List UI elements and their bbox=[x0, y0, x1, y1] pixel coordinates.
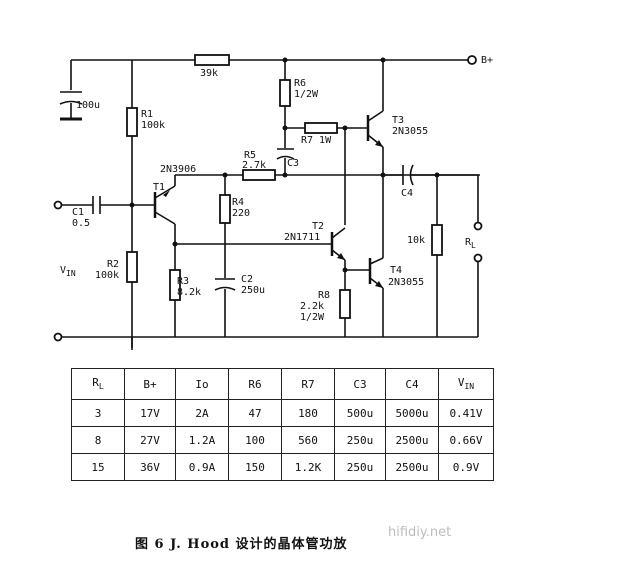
col-rl: RL bbox=[71, 368, 125, 400]
resistor-r7 bbox=[304, 122, 338, 134]
r5-value: 2.7k bbox=[242, 160, 266, 171]
c100u-label: 100u bbox=[76, 100, 100, 111]
c100u-plate-bottom bbox=[59, 100, 83, 105]
r2-name: R2 bbox=[107, 259, 119, 270]
col-r6: R6 bbox=[228, 368, 282, 400]
rl-label: RL bbox=[465, 237, 476, 250]
t4-type: 2N3055 bbox=[388, 277, 424, 288]
r2-value: 100k bbox=[95, 270, 119, 281]
t2-name: T2 bbox=[312, 221, 324, 232]
ground-terminal bbox=[53, 332, 63, 342]
r4-value: 220 bbox=[232, 208, 250, 219]
r8-power: 1/2W bbox=[300, 312, 325, 323]
r3-name: R3 bbox=[177, 276, 189, 287]
c1-value: 0.5 bbox=[72, 218, 90, 229]
resistor-r2 bbox=[126, 251, 138, 283]
t2-type: 2N1711 bbox=[284, 232, 320, 243]
amplifier-schematic: B+ 100u 39k R1 100k C1 0.5 R2 100k VIN 2… bbox=[53, 54, 493, 350]
r8-name: R8 bbox=[318, 290, 330, 301]
table-header-row: RL B+ Io R6 R7 C3 C4 VIN bbox=[71, 368, 494, 400]
col-c4: C4 bbox=[385, 368, 439, 400]
r10k-label: 10k bbox=[407, 235, 425, 246]
c2-value: 250u bbox=[241, 285, 265, 296]
t1-name: T1 bbox=[153, 182, 165, 193]
r3-value: 8.2k bbox=[177, 287, 201, 298]
t4-name: T4 bbox=[390, 265, 402, 276]
resistor-r5 bbox=[242, 169, 276, 181]
r1-value: 100k bbox=[141, 120, 165, 131]
rl-terminal-top bbox=[473, 221, 483, 231]
r6-value: 1/2W bbox=[294, 89, 319, 100]
vin-label: VIN bbox=[60, 265, 76, 278]
r39k-label: 39k bbox=[200, 68, 218, 79]
resistor-r8 bbox=[339, 289, 351, 319]
resistor-r4 bbox=[219, 194, 231, 224]
resistor-10k bbox=[431, 224, 443, 256]
c3-label: C3 bbox=[287, 158, 299, 169]
r4-name: R4 bbox=[232, 197, 244, 208]
input-terminal bbox=[53, 200, 63, 210]
resistor-39k bbox=[194, 54, 230, 66]
r6-name: R6 bbox=[294, 78, 306, 89]
c4-label: C4 bbox=[401, 188, 413, 199]
figure-caption: 图 6 J. Hood 设计的晶体管功放 bbox=[135, 537, 348, 552]
c1-name: C1 bbox=[72, 207, 84, 218]
rl-terminal-bottom bbox=[473, 253, 483, 263]
t3-type: 2N3055 bbox=[392, 126, 428, 137]
col-c3: C3 bbox=[334, 368, 386, 400]
col-r7: R7 bbox=[281, 368, 335, 400]
bplus-terminal bbox=[467, 55, 477, 65]
r8-value: 2.2k bbox=[300, 301, 324, 312]
col-vin: VIN bbox=[438, 368, 494, 400]
bplus-label: B+ bbox=[481, 55, 493, 66]
r7-label: R7 1W bbox=[301, 135, 332, 146]
c2-name: C2 bbox=[241, 274, 253, 285]
t1-type: 2N3906 bbox=[160, 164, 196, 175]
r5-name: R5 bbox=[244, 150, 256, 161]
col-io: Io bbox=[175, 368, 229, 400]
t3-name: T3 bbox=[392, 115, 404, 126]
resistor-r1 bbox=[126, 107, 138, 137]
watermark: hifidiy.net bbox=[388, 525, 452, 540]
col-bplus: B+ bbox=[124, 368, 176, 400]
r1-name: R1 bbox=[141, 109, 153, 120]
resistor-r6 bbox=[279, 79, 291, 107]
